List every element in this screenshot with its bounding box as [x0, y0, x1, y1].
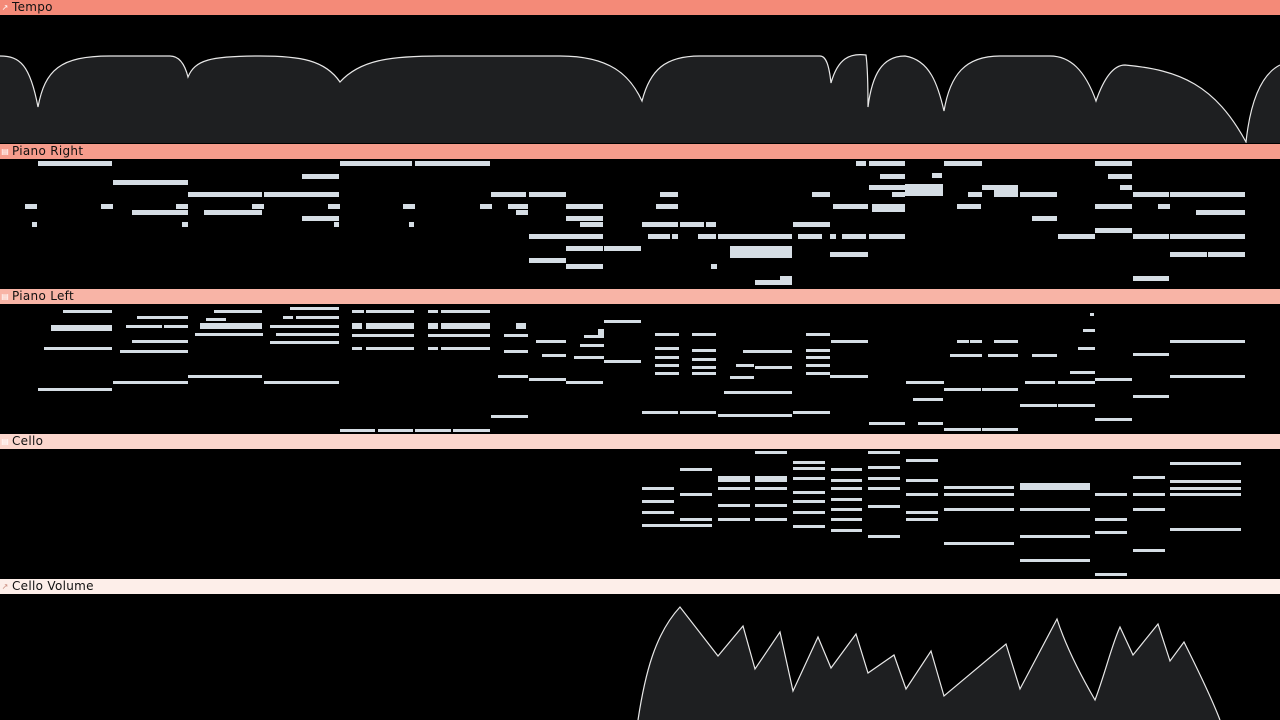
- lane-header-tempo[interactable]: ↗ Tempo: [0, 0, 1280, 15]
- lane-header-cello-volume[interactable]: ↗ Cello Volume: [0, 579, 1280, 594]
- expand-icon[interactable]: ▤: [1, 147, 9, 156]
- lane-header-piano-right[interactable]: ▤ Piano Right: [0, 144, 1280, 159]
- expand-icon[interactable]: ▤: [1, 292, 9, 301]
- tempo-curve-area[interactable]: [0, 15, 1280, 143]
- tempo-curve: [0, 54, 1280, 143]
- piano-right-notes[interactable]: [0, 159, 1280, 289]
- cello-notes[interactable]: [0, 449, 1280, 579]
- curve-icon[interactable]: ↗: [1, 3, 9, 12]
- cello-volume-curve: [637, 606, 1221, 720]
- piano-right-piano-roll: [25, 161, 1245, 285]
- cello-volume-curve-area[interactable]: [0, 594, 1280, 720]
- curve-icon[interactable]: ↗: [1, 582, 9, 591]
- lane-title-tempo: Tempo: [12, 0, 53, 14]
- lane-header-piano-left[interactable]: ▤ Piano Left: [0, 289, 1280, 304]
- piano-left-piano-roll: [38, 307, 1245, 432]
- lane-title-piano-left: Piano Left: [12, 289, 74, 303]
- lane-title-cello-volume: Cello Volume: [12, 579, 94, 593]
- cello-piano-roll: [642, 451, 1241, 576]
- lane-title-cello: Cello: [12, 434, 44, 448]
- lane-header-cello[interactable]: ▤ Cello: [0, 434, 1280, 449]
- expand-icon[interactable]: ▤: [1, 437, 9, 446]
- piano-left-notes[interactable]: [0, 304, 1280, 434]
- lane-title-piano-right: Piano Right: [12, 144, 84, 158]
